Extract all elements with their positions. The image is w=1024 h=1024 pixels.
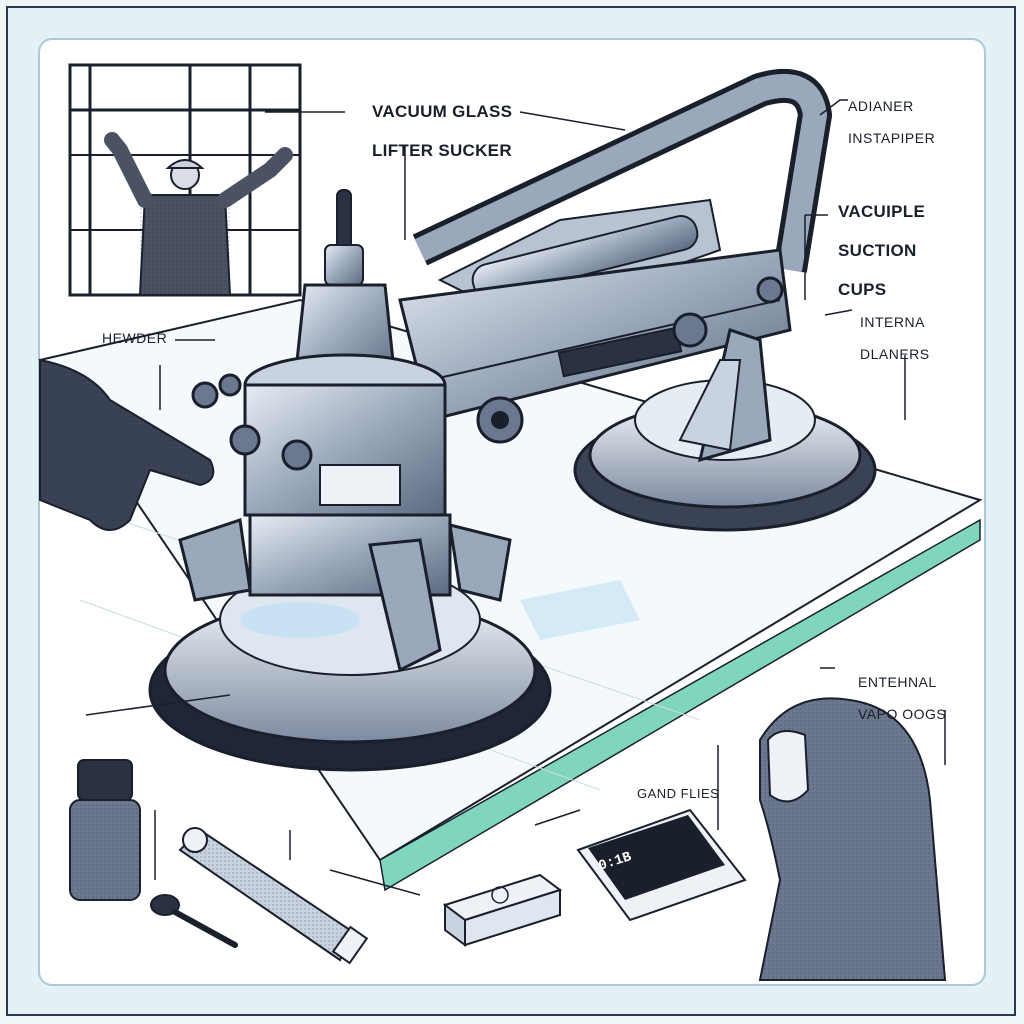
suction-line-2: SUCTION xyxy=(838,240,917,260)
vacuum-pump-cylinder xyxy=(191,189,447,517)
top-right-label: ADIANER INSTAPIPER xyxy=(848,82,935,146)
title-line-1: VACUUM GLASS xyxy=(372,101,513,121)
suction-line-1: VACUIPLE xyxy=(838,201,926,221)
title-label: VACUUM GLASS LIFTER SUCKER xyxy=(372,82,512,160)
suction-cups-label: VACUIPLE SUCTION CUPS xyxy=(838,182,925,299)
bottom-mid-label: GAND FLIES xyxy=(637,786,720,801)
external-line-2: VAPO OOGS xyxy=(858,706,947,723)
front-suction-cup xyxy=(148,513,552,772)
title-line-2: LIFTER SUCKER xyxy=(372,140,512,160)
pointing-hand-icon xyxy=(39,358,215,531)
bottle-icon xyxy=(69,759,141,901)
top-right-line-1: ADIANER xyxy=(848,98,914,115)
leader-lines xyxy=(85,99,946,896)
suction-line-3: CUPS xyxy=(838,279,887,299)
lifter-handle xyxy=(398,68,832,444)
internal-label: INTERNA DLANERS xyxy=(860,298,930,362)
hooded-woman-icon xyxy=(758,697,947,981)
external-label: ENTEHNAL VAPO OOGS xyxy=(858,658,946,722)
small-box-icon xyxy=(442,873,563,947)
handheld-device-icon: 0:1B xyxy=(576,808,747,922)
marker-pen-icon xyxy=(178,827,369,965)
internal-line-2: DLANERS xyxy=(860,346,930,363)
top-right-line-2: INSTAPIPER xyxy=(848,130,936,147)
rear-suction-cup xyxy=(573,328,877,532)
external-line-1: ENTEHNAL xyxy=(858,674,937,691)
spoon-icon xyxy=(150,894,238,948)
internal-line-1: INTERNA xyxy=(860,314,925,331)
window-worker-icon xyxy=(68,63,302,297)
left-label: HEWDER xyxy=(102,330,168,346)
